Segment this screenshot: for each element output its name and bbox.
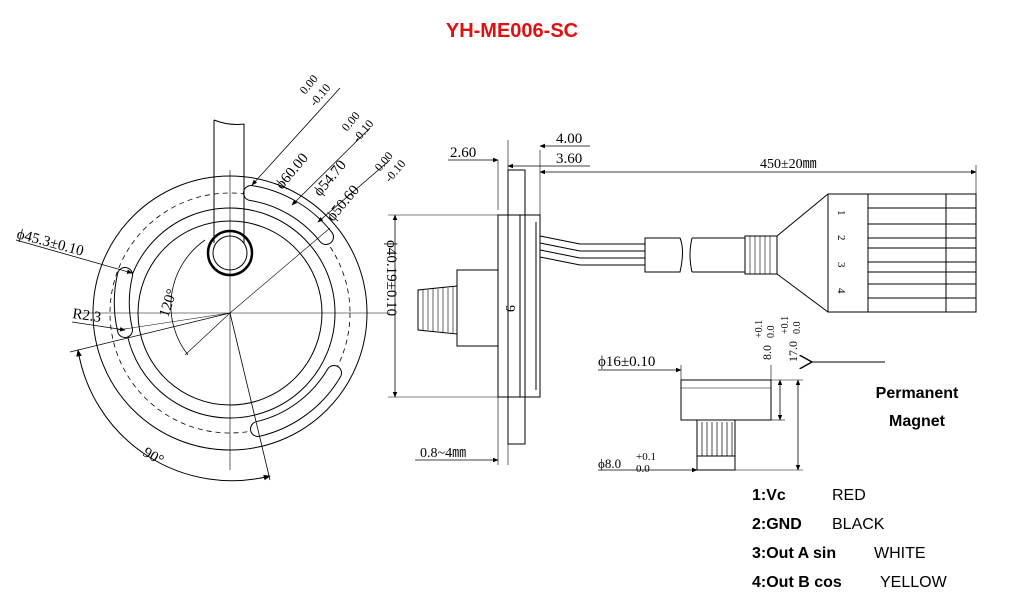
dia-magnet-label: ϕ16±0.10 [598,354,655,370]
shaft-knurl [417,285,458,335]
flange [507,169,526,445]
front-view-labels: ϕ60.00 0.00 -0.10 ϕ54.70 0.00 -0.10 ϕ50.… [15,72,408,469]
height-a-tol-upper: +0.1 [754,320,765,338]
heat-shrink [744,235,778,275]
shaft-gap-label: 0.8~4㎜ [420,446,466,461]
magnet-shaft [696,419,736,471]
magnet-view [598,362,885,473]
dia-bolt-label: ϕ45.3±0.10 [15,226,85,259]
legend-color: YELLOW [880,574,947,591]
total-thickness-label: 4.00 [556,131,582,147]
angle-arc-label: 90° [140,445,166,469]
legend-color: WHITE [874,545,926,562]
legend-color: BLACK [832,516,885,533]
legend-row: 3:Out A sin WHITE [752,539,947,568]
connector-pin-4: 4 [835,288,847,294]
side-view [388,140,977,465]
legend-pin-text: 1:Vc [752,487,786,504]
drawing-title: YH-ME006-SC [445,20,579,42]
cable-top [213,120,245,243]
flange-thickness-label: 2.60 [450,145,476,161]
legend-row: 1:Vc RED [752,481,947,510]
legend-pin: 1:Vc [752,481,832,510]
dia-shaft-label: ϕ8.0 [598,456,621,471]
magnet-label-line-2: Magnet [889,413,945,430]
height-b-label: 17.0 [786,341,800,362]
slot-radius-label: R2.3 [71,306,102,326]
connector [827,193,869,313]
magnet-label-line-1: Permanent [875,385,959,402]
height-b-tol-upper: +0.1 [780,316,791,334]
connector-pin-3: 3 [835,262,847,268]
angle-slots-label: 120° [157,287,181,319]
body-thickness-label: 3.60 [556,151,582,167]
dia-shaft-tol-lower: 0.0 [636,463,650,475]
body-depth-label: 9 [502,305,517,312]
body-dia-label: ϕ40.19±0.10 [383,240,399,316]
dia-outer-label: ϕ60.00 [273,150,312,192]
dia-shaft-tol-upper: +0.1 [636,451,656,463]
wires [539,235,645,266]
connector-pin-2: 2 [835,235,847,241]
legend-row: 4:Out B cos YELLOW [752,568,947,597]
shaft-hub [456,269,499,347]
height-a-tol-lower: 0.0 [766,326,777,339]
legend-color: RED [832,487,866,504]
cable [644,237,683,273]
height-b-tol-lower: 0.0 [792,322,803,335]
legend-pin: 4:Out B cos [752,574,842,591]
connector-pin-1: 1 [835,210,847,216]
magnet-label: Permanent Magnet [858,380,976,436]
pin-legend: 1:Vc RED 2:GND BLACK 3:Out A sin WHITE 4:Ou… [752,481,947,597]
front-view [15,87,391,482]
side-view-labels: 2.60 4.00 3.60 450±20㎜ ϕ40.19±0.10 9 0.8… [383,131,847,461]
legend-pin: 3:Out A sin [752,545,837,562]
legend-row: 2:GND BLACK [752,510,947,539]
height-a-label: 8.0 [760,345,774,360]
magnet-view-labels: ϕ16±0.10 ϕ8.0 +0.1 0.0 8.0 +0.1 0.0 17.0… [598,316,803,475]
cable-length-label: 450±20㎜ [760,157,817,172]
legend-pin: 2:GND [752,516,802,533]
magnet-body [680,379,772,421]
